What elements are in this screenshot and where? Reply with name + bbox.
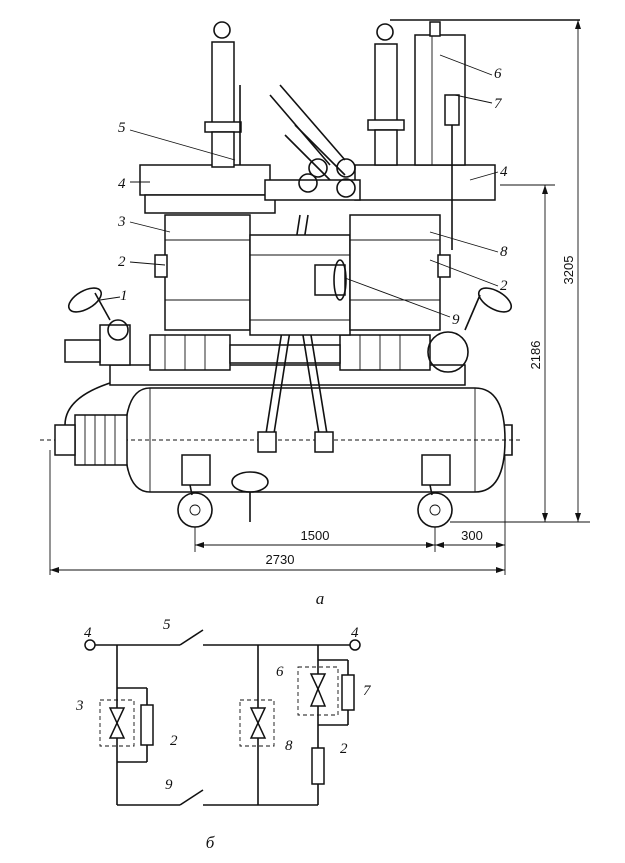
schem-label-terminal-left: 4 xyxy=(84,625,92,641)
interrupter-mid xyxy=(249,707,267,739)
insulator-bushing-right xyxy=(464,287,513,331)
interrupter-box-mid xyxy=(239,699,275,747)
leader-lines xyxy=(99,54,499,318)
dim-total-length: 2730 xyxy=(266,552,295,567)
part-labels: 1 2 2 3 4 4 5 6 7 8 9 xyxy=(117,66,508,328)
schem-label-switch-bottom: 9 xyxy=(165,777,173,793)
interrupter-right xyxy=(309,673,327,707)
caption-b: б xyxy=(206,833,215,852)
resistor-right-top xyxy=(341,674,355,711)
insulator-bushing-left xyxy=(67,287,111,321)
bottom-switch-blade xyxy=(179,789,204,806)
terminal-left xyxy=(84,639,96,651)
schem-label-cap-right: 6 xyxy=(276,664,284,680)
capacitor-column xyxy=(390,19,580,250)
label-6: 6 xyxy=(494,66,502,82)
tow-hook xyxy=(231,471,269,522)
schem-label-terminal-right: 4 xyxy=(351,625,359,641)
label-4-left: 4 xyxy=(118,176,126,192)
main-switch-blade xyxy=(179,629,204,646)
switch-blade xyxy=(269,84,346,181)
schem-label-res-right-bottom: 2 xyxy=(340,741,348,757)
label-2-left: 2 xyxy=(118,254,126,270)
interrupter-left xyxy=(108,707,126,739)
label-9: 9 xyxy=(452,312,460,328)
breaker-assembly-drawing: 1 2 2 3 4 4 5 6 7 8 9 3205 2186 xyxy=(40,19,590,608)
dim-total-height: 3205 xyxy=(561,256,576,285)
label-7: 7 xyxy=(494,96,503,112)
label-5: 5 xyxy=(118,120,126,136)
resistor-right-bottom xyxy=(311,747,325,785)
coupler xyxy=(314,259,347,301)
interrupter-box-right xyxy=(297,666,339,716)
schem-label-res-right-top: 7 xyxy=(363,683,372,699)
resistor-left xyxy=(140,704,154,746)
schem-label-res-left: 2 xyxy=(170,733,178,749)
wheel-left xyxy=(177,454,213,528)
dim-overhang: 300 xyxy=(461,528,483,543)
dim-wheel-base: 1500 xyxy=(301,528,330,543)
dimension-lines: 3205 2186 1500 300 2730 xyxy=(49,20,590,575)
column-right xyxy=(349,214,451,331)
column-left xyxy=(154,214,351,336)
drive-mechanism xyxy=(64,319,469,386)
schem-label-cap-mid: 8 xyxy=(285,738,293,754)
label-2-right: 2 xyxy=(500,278,508,294)
label-8: 8 xyxy=(500,244,508,260)
terminal-right xyxy=(349,639,361,651)
label-3: 3 xyxy=(117,214,126,230)
circuit-schematic: 4 4 5 9 3 2 8 6 7 2 б xyxy=(75,617,372,852)
label-4-right: 4 xyxy=(500,164,508,180)
insulator-right xyxy=(367,23,405,166)
valve-block xyxy=(54,379,128,466)
dim-axis-height: 2186 xyxy=(528,341,543,370)
wheel-right xyxy=(417,454,453,528)
beam xyxy=(139,158,496,214)
label-1: 1 xyxy=(120,288,128,304)
interrupter-box-left xyxy=(99,699,135,747)
insulator-left xyxy=(204,21,242,168)
schem-label-switch-main: 5 xyxy=(163,617,171,633)
schem-label-cap-left: 3 xyxy=(75,698,84,714)
caption-a: a xyxy=(316,589,325,608)
